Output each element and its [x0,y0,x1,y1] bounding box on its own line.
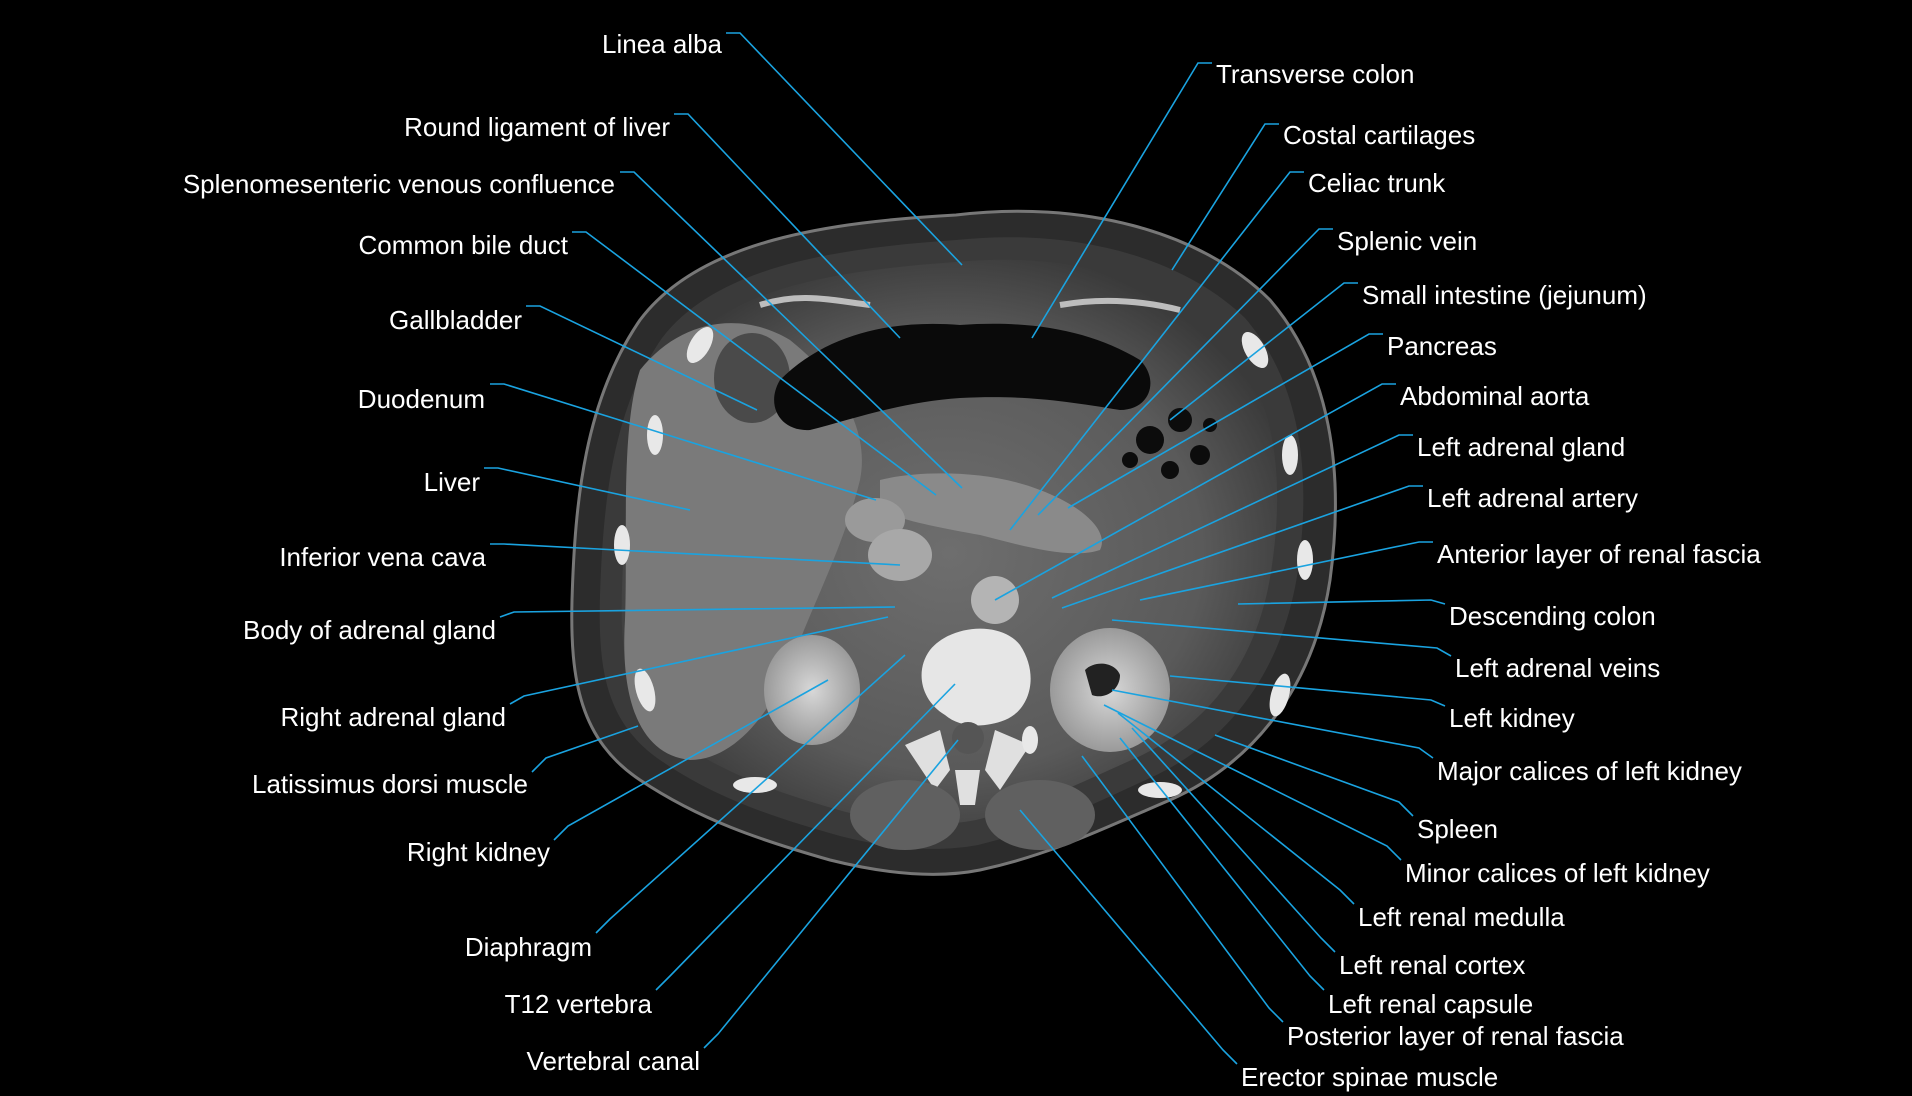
leader-posterior-layer-of-renal-fascia [1081,755,1284,1023]
label-body-of-adrenal-gland: Body of adrenal gland [243,615,496,645]
label-left-adrenal-artery: Left adrenal artery [1427,483,1638,513]
left-leader-lines [484,32,963,1049]
label-left-renal-medulla: Left renal medulla [1358,902,1565,932]
costal-cartilages-shape [759,294,1181,313]
leader-splenic-vein [1037,228,1333,516]
label-right-adrenal-gland: Right adrenal gland [281,702,507,732]
leader-transverse-colon [1031,62,1212,339]
label-duodenum: Duodenum [358,384,485,414]
vertebral-canal-shape [952,722,984,754]
leader-spleen [1214,734,1414,817]
label-minor-calices-of-left-kidney: Minor calices of left kidney [1405,858,1710,888]
left-renal-sinus [1085,663,1120,697]
label-right-kidney: Right kidney [407,837,550,867]
left-erector-spinae [985,780,1095,850]
right-leader-lines [994,62,1452,1065]
label-erector-spinae-muscle: Erector spinae muscle [1241,1062,1498,1092]
pancreas-shape [880,473,1102,554]
label-anterior-layer-of-renal-fascia: Anterior layer of renal fascia [1437,539,1761,569]
leader-small-intestine-jejunum [1169,282,1358,421]
leader-pancreas [1067,333,1383,509]
right-labels: Transverse colon Costal cartilages Celia… [1216,59,1761,1092]
label-splenomesenteric-venous-confluence: Splenomesenteric venous confluence [183,169,615,199]
leader-minor-calices-of-left-kidney [1103,704,1402,861]
leader-left-adrenal-gland [1051,434,1413,599]
label-liver: Liver [424,467,481,497]
leader-descending-colon [1237,599,1446,605]
transverse-colon-gas [774,323,1151,431]
label-left-renal-cortex: Left renal cortex [1339,950,1525,980]
label-gallbladder: Gallbladder [389,305,522,335]
right-erector-spinae [850,780,960,850]
leader-inferior-vena-cava [490,543,901,566]
left-labels: Linea alba Round ligament of liver Splen… [183,29,723,1076]
label-celiac-trunk: Celiac trunk [1308,168,1446,198]
label-left-kidney: Left kidney [1449,703,1575,733]
leader-right-adrenal-gland [509,616,889,705]
label-spleen: Spleen [1417,814,1498,844]
leader-body-of-adrenal-gland [499,606,896,618]
ribs [614,326,1313,798]
label-descending-colon: Descending colon [1449,601,1656,631]
label-posterior-layer-of-renal-fascia: Posterior layer of renal fascia [1287,1021,1624,1051]
leader-major-calices-of-left-kidney [1111,689,1434,759]
label-transverse-colon: Transverse colon [1216,59,1414,89]
label-inferior-vena-cava: Inferior vena cava [279,542,486,572]
leader-celiac-trunk [1009,171,1304,531]
leader-anterior-layer-of-renal-fascia [1139,541,1433,601]
label-common-bile-duct: Common bile duct [358,230,568,260]
label-costal-cartilages: Costal cartilages [1283,120,1475,150]
gallbladder-shape [714,333,790,423]
leader-left-adrenal-artery [1061,485,1423,609]
leader-abdominal-aorta [994,383,1396,601]
label-linea-alba: Linea alba [602,29,723,59]
label-splenic-vein: Splenic vein [1337,226,1477,256]
label-left-renal-capsule: Left renal capsule [1328,989,1533,1019]
label-t12-vertebra: T12 vertebra [505,989,653,1019]
leader-linea-alba [726,32,963,266]
label-diaphragm: Diaphragm [465,932,592,962]
leader-splenomesenteric-venous-confluence [620,171,963,489]
label-round-ligament-of-liver: Round ligament of liver [404,112,670,142]
leader-round-ligament-of-liver [674,113,901,339]
t12-vertebra-shape [921,628,1031,726]
label-left-adrenal-veins: Left adrenal veins [1455,653,1660,683]
label-small-intestine-jejunum: Small intestine (jejunum) [1362,280,1647,310]
leader-latissimus-dorsi-muscle [531,725,639,773]
label-pancreas: Pancreas [1387,331,1497,361]
label-major-calices-of-left-kidney: Major calices of left kidney [1437,756,1742,786]
leader-gallbladder [526,305,758,411]
leader-liver [484,467,691,511]
leader-t12-vertebra [655,683,956,991]
leader-left-kidney [1169,675,1446,707]
jejunum-loops [1122,408,1217,479]
leader-common-bile-duct [572,231,937,496]
leader-duodenum [490,383,877,501]
ct-slice-image [570,209,1337,876]
ivc-shape [868,529,932,581]
leader-left-adrenal-veins [1111,619,1452,657]
leader-left-renal-medulla [1117,712,1355,905]
right-kidney-shape [764,635,860,745]
label-latissimus-dorsi-muscle: Latissimus dorsi muscle [252,769,528,799]
leader-vertebral-canal [703,739,959,1049]
leader-costal-cartilages [1171,123,1279,271]
leader-diaphragm [595,654,906,934]
liver-shape [624,323,862,760]
leader-erector-spinae-muscle [1019,809,1238,1065]
label-vertebral-canal: Vertebral canal [527,1046,700,1076]
leader-left-renal-capsule [1119,737,1325,991]
label-abdominal-aorta: Abdominal aorta [1400,381,1590,411]
label-left-adrenal-gland: Left adrenal gland [1417,432,1625,462]
leader-right-kidney [553,679,829,841]
leader-left-renal-cortex [1131,727,1336,953]
